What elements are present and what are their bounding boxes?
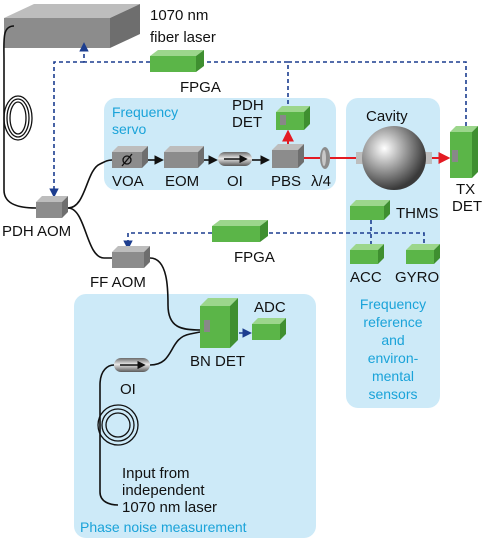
bn-det-box [200,298,238,348]
ff-aom-label: FF AOM [90,274,146,291]
oi-top-isolator [218,152,252,166]
reference-label-2: reference [363,314,422,330]
input-label-2: independent [122,482,205,499]
tx-det-label-1: TX [456,181,475,198]
fpga-top-box [150,50,204,72]
control-lines [49,42,467,338]
input-label-1: Input from [122,465,190,482]
eom-box [164,146,204,168]
pbs-cube [272,144,304,168]
reference-label-4: environ- [368,350,419,366]
frequency-servo-label-2: servo [112,121,146,137]
gyro-label: GYRO [395,269,439,286]
gyro-box [406,244,440,264]
oi-bottom-isolator [114,358,150,372]
voa-label: VOA [112,173,144,190]
fiber-coil-bottom [97,404,139,446]
fpga-mid-box [212,220,268,242]
adc-label: ADC [254,299,286,316]
laser-label-line2: fiber laser [150,29,216,46]
reference-label-5: mental [372,368,414,384]
fpga-mid-label: FPGA [234,249,275,266]
acc-label: ACC [350,269,382,286]
cavity-label: Cavity [366,108,408,125]
quarter-wave-label: λ/4 [311,173,331,190]
eom-label: EOM [165,173,199,190]
pdh-aom-label: PDH AOM [2,223,71,240]
adc-box [252,318,286,340]
thms-box [350,200,390,220]
frequency-servo-label-1: Frequency [112,104,178,120]
reference-label-6: sensors [368,386,417,402]
tx-det-label-2: DET [452,198,482,215]
reference-label-3: and [381,332,404,348]
oi-bottom-label: OI [120,381,136,398]
pdh-det-label-1: PDH [232,97,264,114]
phase-noise-panel [74,294,316,538]
acc-box [350,244,384,264]
pbs-label: PBS [271,173,301,190]
thms-label: THMS [396,205,439,222]
ff-aom-box [112,246,150,268]
fiber-laser-box [4,4,140,48]
pdh-det-label-2: DET [232,114,262,131]
fiber-coil-top [3,95,33,141]
laser-label-line1: 1070 nm [150,7,208,24]
quarter-wave-plate [320,147,330,169]
fpga-top-label: FPGA [180,79,221,96]
oi-top-label: OI [227,173,243,190]
fiber-paths [3,25,201,506]
pdh-det-box [276,106,310,130]
tx-det-box [450,126,478,178]
input-label-3: 1070 nm laser [122,499,217,516]
reference-label-1: Frequency [360,296,426,312]
voa-box [112,146,148,168]
phase-noise-label: Phase noise measurement [80,519,247,535]
bn-det-label: BN DET [190,353,245,370]
cavity-sphere [356,126,432,190]
pdh-aom-box [36,196,68,218]
